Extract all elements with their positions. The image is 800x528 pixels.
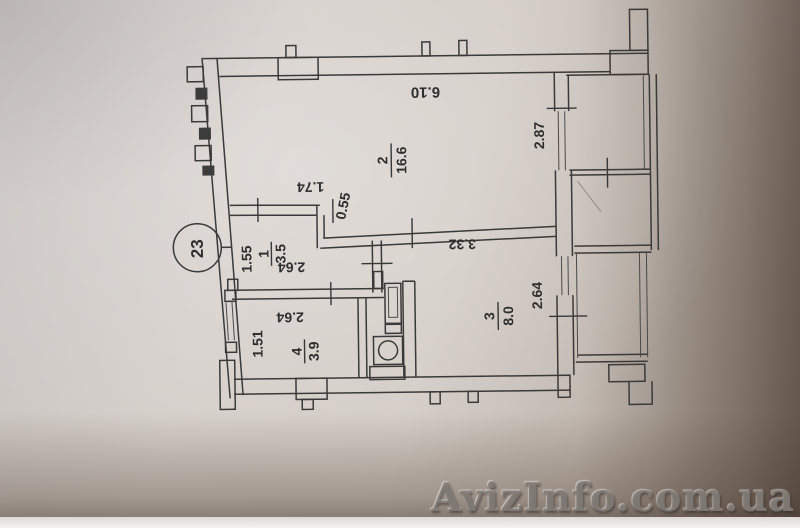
svg-text:3.5: 3.5 <box>272 244 288 264</box>
room-1-label: 1 3.5 <box>255 241 289 266</box>
dim-hall-depth: 2.64 <box>278 259 306 275</box>
dim-bath-width: 1.51 <box>249 330 265 358</box>
room-2-label: 2 16.6 <box>374 143 409 178</box>
svg-text:16.6: 16.6 <box>393 146 409 174</box>
left-wall-panel-notches <box>186 65 215 176</box>
dim-hall-top: 1.74 <box>297 179 325 195</box>
dim-kitchen-width: 3.32 <box>448 236 476 252</box>
dim-wall-jog: 0.55 <box>332 191 353 221</box>
burner-icon <box>377 340 399 361</box>
photo-edge-strip <box>0 517 800 528</box>
dim-hall-width: 1.55 <box>238 245 254 273</box>
room-3-label: 3 8.0 <box>481 302 516 331</box>
watermark: AvizInfo.com.ua <box>431 475 795 521</box>
dim-loggia-right: 2.87 <box>531 122 547 150</box>
stove <box>372 335 404 366</box>
dimension-ticks <box>257 107 588 318</box>
left-window <box>224 289 238 354</box>
bathroom-fixtures <box>369 270 406 381</box>
room-labels: 2 16.6 1 3.5 3 8.0 4 3.9 <box>255 143 516 364</box>
svg-text:3.9: 3.9 <box>305 341 321 361</box>
dim-room2-width: 6.10 <box>411 83 440 100</box>
room-4-label: 4 3.9 <box>289 339 322 364</box>
svg-text:4: 4 <box>289 347 305 355</box>
svg-text:3: 3 <box>481 312 497 320</box>
plan-ref-number: 23 <box>188 239 207 258</box>
plan-ref-badge: 23 <box>172 222 232 273</box>
loggias <box>566 73 660 406</box>
svg-text:2: 2 <box>374 156 390 164</box>
dimension-labels: 6.10 2.87 1.74 0.55 1.55 2.64 2. <box>238 83 547 358</box>
svg-text:8.0: 8.0 <box>500 306 516 326</box>
svg-text:1: 1 <box>255 250 271 258</box>
interior-walls <box>229 204 557 378</box>
dim-kitchen-depth: 2.64 <box>529 282 545 310</box>
photo-shadow <box>650 0 800 528</box>
dim-bath-depth: 2.64 <box>276 309 304 325</box>
sink-column <box>384 282 403 325</box>
exterior-walls <box>186 8 649 411</box>
